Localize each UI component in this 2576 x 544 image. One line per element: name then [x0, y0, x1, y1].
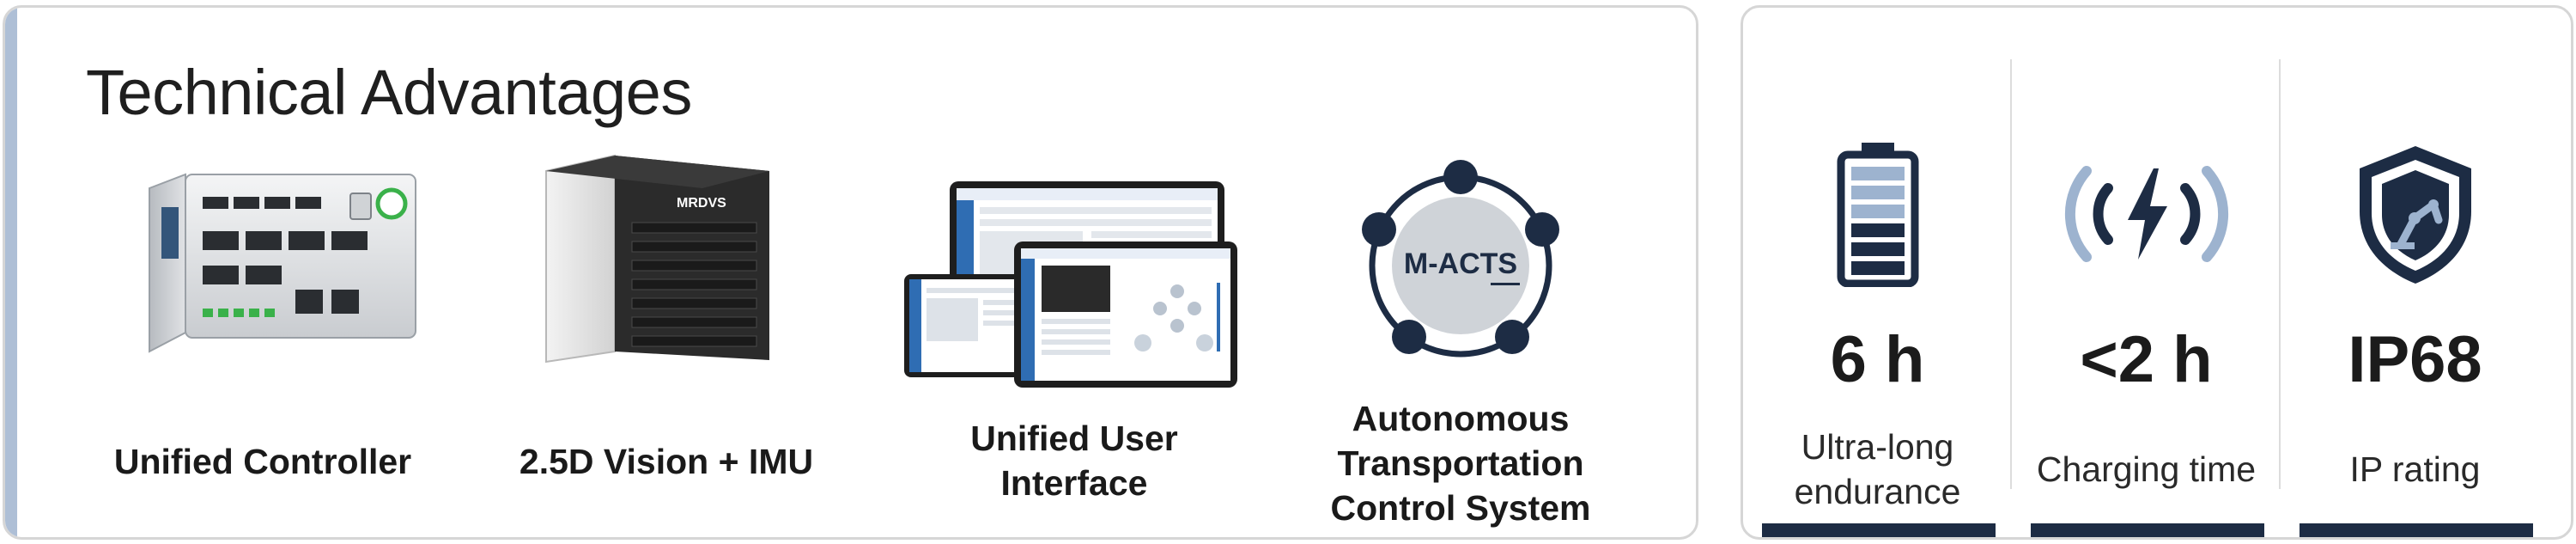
divider: [2010, 59, 2012, 489]
shield-robot-arm-icon: [2359, 146, 2471, 284]
bottom-bar: [1762, 523, 1996, 537]
feature-vision-imu: MRDVS 2.5D Vision + IMU: [486, 137, 847, 523]
svg-text:MRDVS: MRDVS: [677, 196, 726, 211]
feature-caption: Unified User Interface: [894, 416, 1255, 505]
bottom-bar: [2031, 523, 2264, 537]
feature-caption: Autonomous Transportation Control System: [1280, 396, 1641, 530]
feature-unified-controller: Unified Controller: [82, 137, 443, 523]
stat-label: Charging time: [2036, 449, 2257, 489]
stat-value: 6 h: [1830, 323, 1925, 396]
stat-label: Ultra-long: [1801, 427, 1954, 467]
m-acts-badge: M-ACTS: [1403, 248, 1518, 280]
stat-ip-rating: IP68 IP rating: [2281, 8, 2549, 537]
stat-label: IP rating: [2349, 449, 2481, 489]
m-acts-system-icon: [1362, 160, 1559, 358]
caption-line: Unified User: [970, 419, 1178, 458]
specifications-panel: 6 h Ultra-long endurance <2 h Charging t…: [1741, 5, 2573, 540]
caption-line: Control System: [1330, 488, 1591, 528]
caption-line: Autonomous: [1352, 399, 1570, 438]
divider: [2279, 59, 2281, 489]
fast-charging-icon: [2064, 166, 2228, 262]
caption-line: Interface: [1000, 463, 1148, 503]
stat-endurance: 6 h Ultra-long endurance: [1743, 8, 2012, 537]
feature-user-interface: Unified User Interface: [894, 137, 1255, 523]
stat-label: endurance: [1794, 472, 1961, 511]
accent-bar: [5, 8, 17, 537]
stat-value: IP68: [2348, 323, 2482, 396]
vision-camera-image: MRDVS: [545, 154, 769, 364]
stat-charging-time: <2 h Charging time: [2012, 8, 2281, 537]
bottom-bar: [2300, 523, 2533, 537]
user-interface-screens-image: [904, 181, 1237, 388]
feature-caption: 2.5D Vision + IMU: [519, 442, 814, 481]
panel-title: Technical Advantages: [86, 57, 692, 128]
battery-icon: [1837, 143, 1918, 287]
technical-advantages-panel: Technical Advantages: [3, 5, 1698, 540]
feature-autonomous-transport-control: M-ACTS Autonomous Transportation Control…: [1280, 137, 1641, 537]
controller-hardware-image: [149, 173, 416, 353]
feature-caption: Unified Controller: [113, 442, 412, 481]
caption-line: Transportation: [1337, 443, 1584, 483]
stat-value: <2 h: [2080, 323, 2213, 396]
